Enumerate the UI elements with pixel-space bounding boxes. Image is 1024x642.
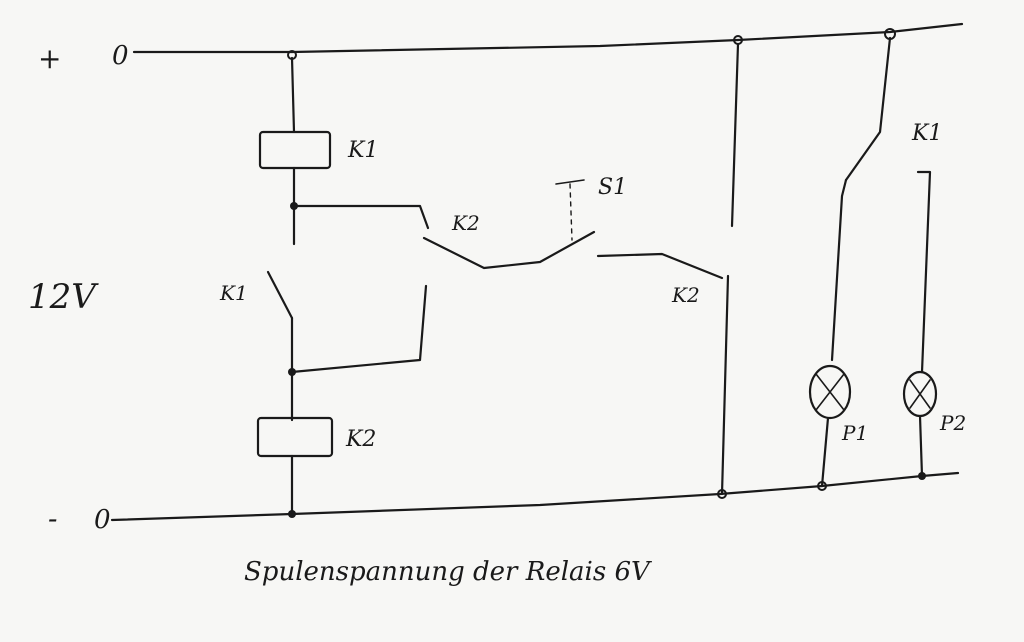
wire-to-k2-right (596, 252, 724, 280)
contact-k2-top-label: K2 (451, 211, 480, 235)
plus-terminal-label: 0 (112, 41, 129, 71)
lamp-p1-cross (815, 373, 845, 411)
lamp-p1-return (820, 416, 830, 488)
contact-k2-right-label: K2 (671, 283, 700, 307)
coil-k2-label: K2 (345, 427, 376, 452)
coil-k2 (256, 416, 334, 458)
mid-branch-bottom (720, 274, 730, 496)
node-bottom-left (288, 510, 296, 518)
lamp-p2-label: P2 (939, 411, 966, 435)
negative-rail (110, 471, 960, 522)
lamp-p2-cross (909, 379, 931, 409)
minus-terminal-label: 0 (94, 505, 111, 535)
coil-k1-label: K1 (347, 138, 378, 163)
node-p2-bottom (918, 472, 926, 480)
lamp-p2-return (918, 414, 924, 478)
s1-actuator (569, 183, 573, 241)
lamp-p1-label: P1 (841, 421, 868, 445)
coil-k1 (258, 130, 332, 170)
k2-contact-blade (422, 230, 596, 270)
plus-sign: + (38, 42, 61, 75)
left-branch-top (290, 56, 296, 134)
minus-sign: - (48, 502, 57, 535)
s1-label: S1 (598, 175, 627, 200)
k1-right-feed (844, 36, 892, 182)
contact-k1-left-label: K1 (219, 281, 248, 305)
s1-button-top (555, 179, 585, 185)
coil-voltage-note: Spulenspannung der Relais 6V (244, 557, 652, 587)
voltage-label: 12V (28, 277, 99, 317)
p2-feed (916, 170, 932, 374)
p1-feed (830, 178, 848, 362)
mid-branch-top (730, 42, 740, 228)
k1-bypass-wire (290, 284, 428, 374)
contact-k1-right-label: K1 (911, 121, 942, 146)
node-p1-bottom (817, 481, 827, 491)
lamp-p1 (808, 364, 852, 420)
wire-to-k2-contact (292, 204, 430, 230)
node-bottom-mid (717, 489, 727, 499)
k1-contact-blade (266, 270, 294, 320)
positive-rail (132, 22, 964, 54)
